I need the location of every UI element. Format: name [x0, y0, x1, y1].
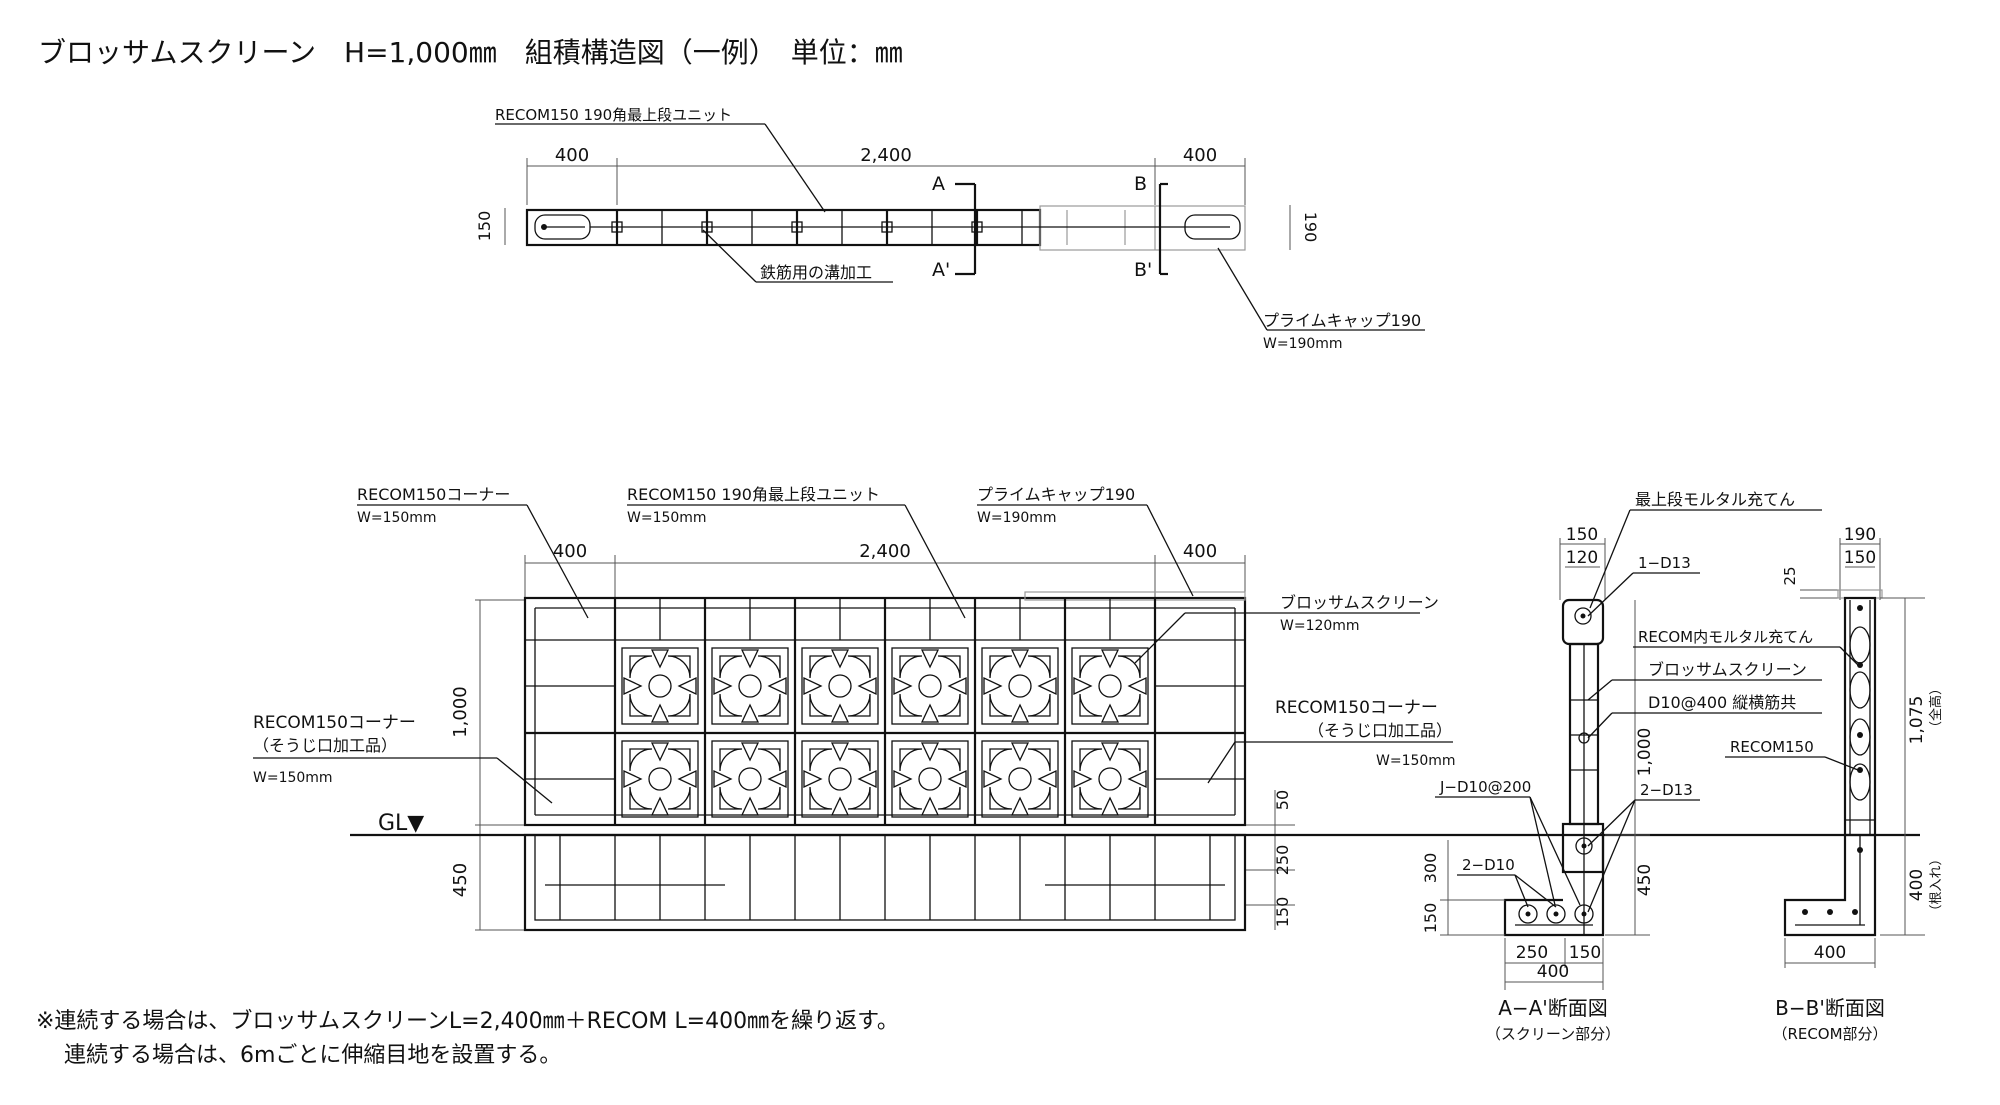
plan-top-unit-label: RECOM150 190角最上段ユニット	[495, 106, 732, 124]
section-a2-mark: A'	[932, 259, 950, 281]
page-title: ブロッサムスクリーン H=1,000㎜ 組積構造図（一例） 単位：㎜	[38, 36, 903, 69]
screen-block	[711, 647, 789, 725]
aa-hook: J−D10@200	[1439, 778, 1531, 796]
elev-top-unit-label: RECOM150 190角最上段ユニット	[627, 485, 880, 504]
screen-block	[1071, 740, 1149, 818]
plan-dim-h-left: 150	[475, 211, 494, 242]
section-bb: 190 150 25 1,075 （全高） 400 （根入	[1633, 525, 1944, 1043]
screen-block	[801, 740, 879, 818]
note-1: ※連続する場合は、ブロッサムスクリーンL=2,400㎜＋RECOM L=400㎜…	[36, 1009, 899, 1034]
section-aa: 150 120 1,000 450	[1421, 490, 1822, 1043]
section-a-mark: A	[932, 173, 945, 195]
bb-dim-400v: 400	[1907, 869, 1927, 901]
bb-dim-400h: 400	[1814, 943, 1846, 963]
elev-corner-w: W=150mm	[357, 510, 437, 526]
aa-rebar: D10@400 縦横筋共	[1648, 693, 1796, 712]
plan-block-segments	[611, 206, 1156, 250]
elev-dim-50: 50	[1273, 790, 1292, 810]
aa-r1: 1−D13	[1638, 554, 1691, 572]
aa-screen: ブロッサムスクリーン	[1648, 660, 1807, 679]
elev-dim-left: 400	[553, 541, 587, 562]
section-b2-mark: B'	[1134, 259, 1152, 281]
elev-dim-mid: 2,400	[859, 541, 911, 562]
elev-dim-height: 1,000	[450, 686, 471, 738]
bb-title: B−B'断面図	[1775, 996, 1885, 1020]
gl-label: GL▼	[378, 811, 424, 836]
aa-dim-450: 450	[1635, 864, 1655, 896]
bb-inner: RECOM内モルタル充てん	[1638, 628, 1813, 646]
note-2: 連続する場合は、6mごとに伸縮目地を設置する。	[64, 1043, 561, 1068]
screen-block	[891, 740, 969, 818]
elev-dim-150: 150	[1273, 897, 1292, 928]
aa-dim-150v: 150	[1421, 903, 1440, 934]
elevation-view: 400 2,400 400 1,000 450 50 250 150 GL▼	[253, 485, 1920, 932]
aa-subtitle: （スクリーン部分）	[1486, 1025, 1620, 1043]
aa-dim-150: 150	[1566, 525, 1598, 545]
aa-dim-150h: 150	[1569, 943, 1601, 963]
plan-dim-mid: 2,400	[860, 145, 912, 166]
elev-corner2-w: W=150mm	[253, 770, 333, 786]
bb-dim-400-note: （根入れ）	[1929, 852, 1944, 917]
elev-corner3-w: W=150mm	[1376, 753, 1456, 769]
elev-corner2-label: RECOM150コーナー	[253, 713, 416, 733]
aa-dim-400: 400	[1537, 962, 1569, 982]
elev-cap-w: W=190mm	[977, 510, 1057, 526]
elev-dim-250: 250	[1273, 845, 1292, 876]
aa-top-fill: 最上段モルタル充てん	[1635, 490, 1795, 509]
elev-screen-w: W=120mm	[1280, 618, 1360, 634]
plan-dim-left: 400	[555, 145, 589, 166]
elev-dim-right: 400	[1183, 541, 1217, 562]
aa-title: A−A'断面図	[1498, 996, 1608, 1020]
screen-block	[1071, 647, 1149, 725]
plan-cap-width: W=190mm	[1263, 336, 1343, 352]
section-b-mark: B	[1134, 173, 1147, 195]
elevation-columns	[613, 598, 1157, 825]
screen-block	[891, 647, 969, 725]
plan-cap-label: プライムキャップ190	[1263, 311, 1421, 330]
screen-block	[621, 647, 699, 725]
aa-dim-250: 250	[1516, 943, 1548, 963]
elev-corner2-sub: （そうじ口加工品）	[253, 736, 397, 755]
elev-cap-label: プライムキャップ190	[977, 485, 1135, 504]
aa-dim-1000: 1,000	[1635, 728, 1655, 777]
bb-dim-1075-note: （全高）	[1928, 682, 1944, 734]
bb-dim-25: 25	[1781, 566, 1799, 585]
screen-block	[711, 740, 789, 818]
screen-block	[981, 647, 1059, 725]
elev-corner3-label: RECOM150コーナー	[1275, 698, 1438, 718]
aa-dim-300: 300	[1421, 853, 1440, 884]
plan-dim-right: 400	[1183, 145, 1217, 166]
screen-block	[801, 647, 879, 725]
groove-label: 鉄筋用の溝加工	[760, 263, 872, 282]
bb-dim-190: 190	[1844, 525, 1876, 545]
aa-dim-120: 120	[1566, 548, 1598, 568]
bb-dim-1075: 1,075	[1907, 696, 1927, 745]
elev-corner-label: RECOM150コーナー	[357, 485, 510, 504]
screen-block	[621, 740, 699, 818]
elev-dim-below: 450	[450, 863, 471, 897]
bb-subtitle: （RECOM部分）	[1772, 1025, 1887, 1043]
elev-screen-label: ブロッサムスクリーン	[1280, 593, 1439, 612]
elev-corner3-sub: （そうじ口加工品）	[1308, 721, 1452, 740]
bb-dim-150: 150	[1844, 548, 1876, 568]
blossom-screen-blocks	[621, 647, 1149, 818]
bb-recom: RECOM150	[1730, 738, 1814, 756]
aa-r2: 2−D13	[1640, 781, 1693, 799]
aa-r3: 2−D10	[1462, 856, 1515, 874]
plan-dim-h-right: 190	[1301, 212, 1320, 243]
elev-top-unit-w: W=150mm	[627, 510, 707, 526]
foundation-columns	[559, 835, 1211, 920]
screen-block	[981, 740, 1059, 818]
plan-view: 400 2,400 400 150 190 RECOM150 190角最上段ユニ…	[475, 106, 1425, 352]
